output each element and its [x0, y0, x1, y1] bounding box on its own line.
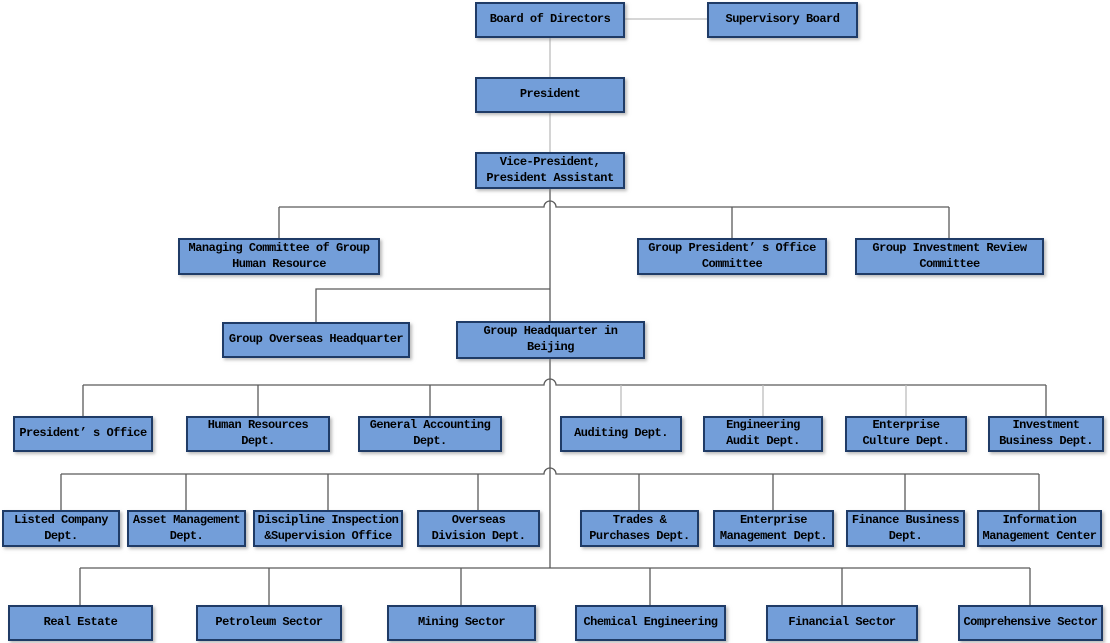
node-managing-committee-group-hr: Managing Committee of Group Human Resour… [178, 238, 380, 275]
node-supervisory-board: Supervisory Board [707, 2, 858, 38]
node-group-investment-review-committee: Group Investment Review Committee [855, 238, 1044, 275]
node-group-overseas-headquarter: Group Overseas Headquarter [222, 322, 410, 358]
connector-bus-depts-row2 [61, 467, 1039, 475]
node-listed-company-dept: Listed Company Dept. [2, 510, 120, 547]
node-enterprise-management-dept: Enterprise Management Dept. [713, 510, 834, 547]
node-asset-management-dept: Asset Management Dept. [127, 510, 246, 547]
node-enterprise-culture-dept: Enterprise Culture Dept. [845, 416, 967, 452]
node-presidents-office: President’ s Office [13, 416, 153, 452]
node-board-of-directors: Board of Directors [475, 2, 625, 38]
node-group-presidents-office-committee: Group President’ s Office Committee [637, 238, 827, 275]
node-overseas-division-dept: Overseas Division Dept. [417, 510, 540, 547]
node-discipline-inspection-office: Discipline Inspection &Supervision Offic… [253, 510, 403, 547]
connector-branch-overseas-hq [315, 288, 550, 322]
node-investment-business-dept: Investment Business Dept. [988, 416, 1104, 452]
node-information-management-center: Information Management Center [977, 510, 1102, 547]
node-petroleum-sector: Petroleum Sector [196, 605, 342, 641]
node-financial-sector: Financial Sector [766, 605, 918, 641]
connector-bus-committees [279, 200, 949, 208]
node-finance-business-dept: Finance Business Dept. [846, 510, 965, 547]
node-group-headquarter-beijing: Group Headquarter in Beijing [456, 321, 645, 359]
connector-bus-depts-row1 [83, 378, 1046, 386]
node-real-estate: Real Estate [8, 605, 153, 641]
node-general-accounting-dept: General Accounting Dept. [358, 416, 502, 452]
node-chemical-engineering: Chemical Engineering [575, 605, 726, 641]
node-mining-sector: Mining Sector [387, 605, 536, 641]
node-president: President [475, 77, 625, 113]
node-engineering-audit-dept: Engineering Audit Dept. [703, 416, 823, 452]
node-trades-purchases-dept: Trades & Purchases Dept. [580, 510, 699, 547]
node-human-resources-dept: Human Resources Dept. [186, 416, 330, 452]
node-comprehensive-sector: Comprehensive Sector [958, 605, 1103, 641]
node-vice-president: Vice-President, President Assistant [475, 152, 625, 189]
node-auditing-dept: Auditing Dept. [560, 416, 682, 452]
